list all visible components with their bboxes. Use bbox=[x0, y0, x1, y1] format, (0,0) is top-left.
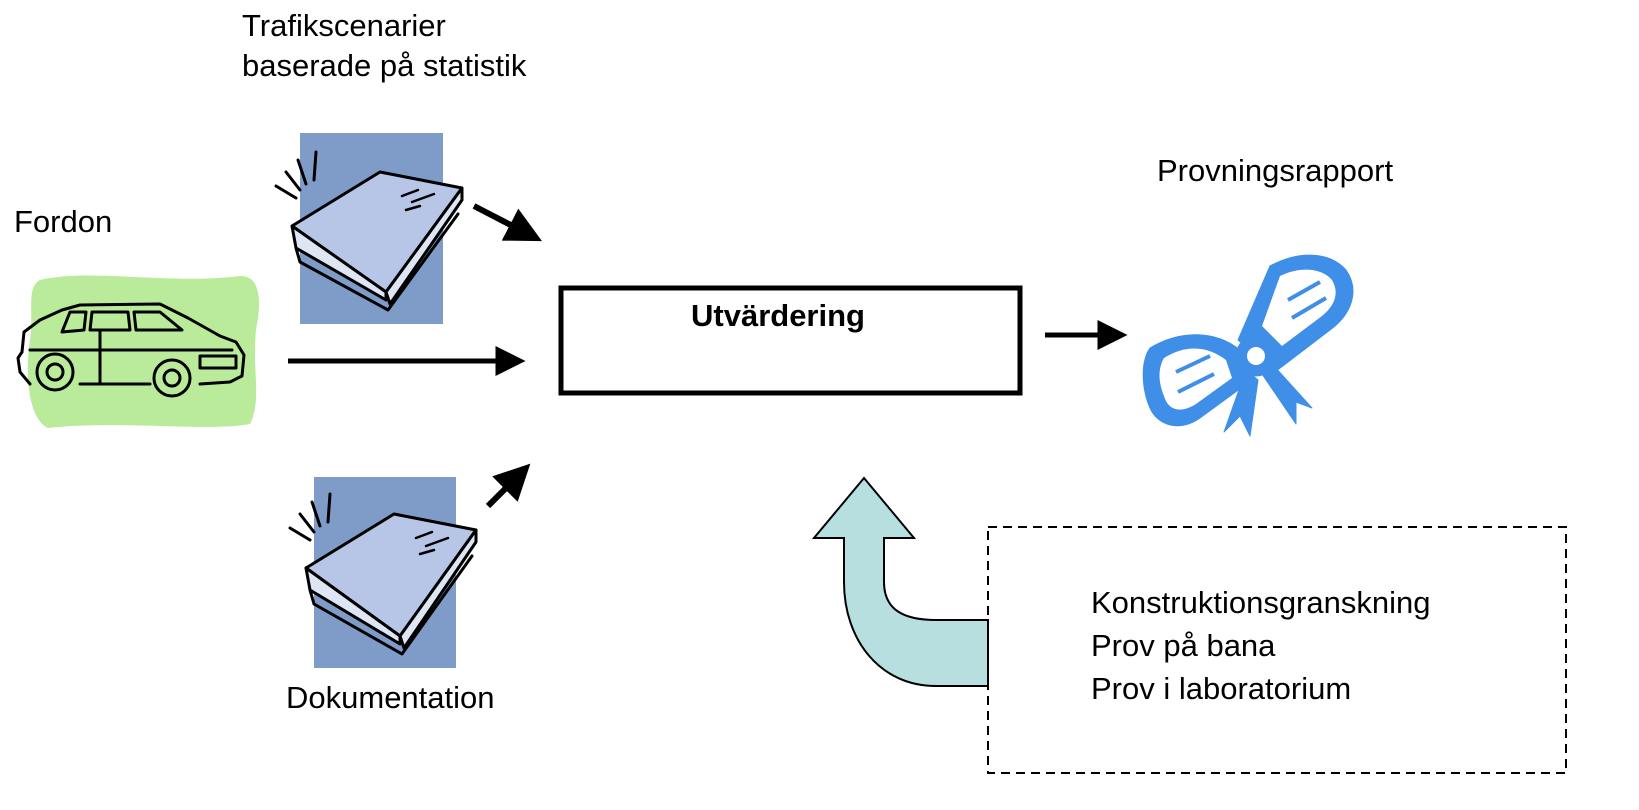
methods-list: Konstruktionsgranskning Prov på bana Pro… bbox=[1091, 581, 1430, 710]
book-icon bbox=[288, 477, 478, 668]
method-item: Prov i laboratorium bbox=[1091, 671, 1352, 706]
evaluation-title: Utvärdering bbox=[691, 298, 865, 333]
vehicle-label: Fordon bbox=[14, 204, 113, 239]
evaluation-box bbox=[558, 285, 1023, 396]
report-label: Provningsrapport bbox=[1157, 153, 1394, 188]
method-item: Prov på bana bbox=[1091, 628, 1276, 663]
documentation-label: Dokumentation bbox=[286, 680, 495, 715]
book-icon bbox=[274, 133, 464, 324]
feedback-arrow bbox=[811, 476, 989, 687]
methods-box bbox=[987, 526, 1567, 774]
traffic-label-line2: baserade på statistik bbox=[242, 48, 527, 84]
method-item: Konstruktionsgranskning bbox=[1091, 585, 1431, 620]
traffic-scenarios-label: Trafikscenarier baserade på statistik bbox=[242, 6, 526, 87]
traffic-label-line1: Trafikscenarier bbox=[242, 8, 446, 43]
arrow-documentation-to-evaluation bbox=[485, 463, 531, 509]
car-icon bbox=[16, 275, 259, 428]
arrow-traffic-to-evaluation bbox=[472, 203, 542, 242]
diploma-icon bbox=[1142, 254, 1354, 437]
